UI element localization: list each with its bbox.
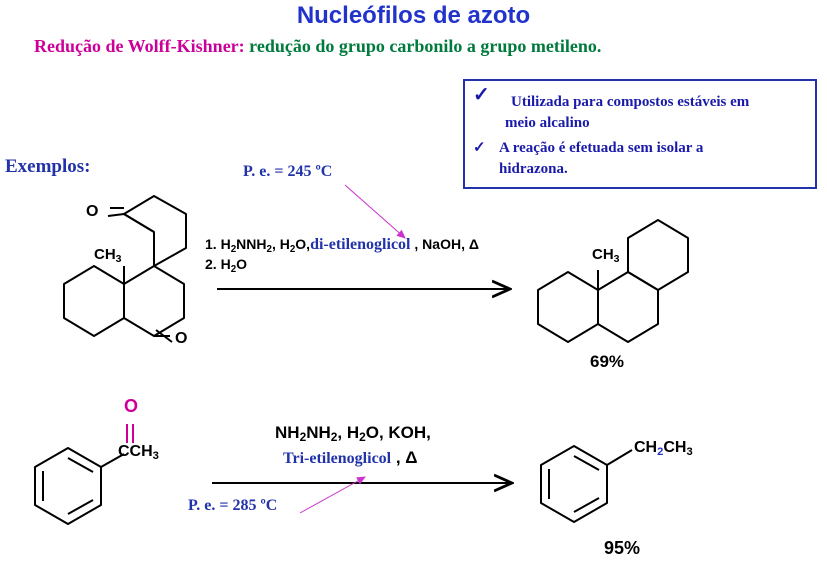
ethyl-group: CH2CH3 (634, 439, 693, 458)
product1-ring-b (597, 271, 659, 343)
yield-1: 69% (590, 352, 625, 371)
boiling-point-note-2: P. e. = 285 ºC (188, 497, 278, 514)
reagents-reaction-2: NH2NH2, H2O, KOH, (275, 423, 431, 444)
ketone-double-bond-2 (155, 329, 173, 343)
notes-box: ✓ Utilizada para compostos estáveis em m… (463, 79, 817, 189)
solvent-2: Tri-etilenoglicol (283, 450, 392, 467)
page-title: Nucleófilos de azoto (296, 2, 531, 29)
reactant1-ring-b (123, 265, 185, 337)
solvent-1: di-etilenoglicol (310, 236, 411, 253)
reactant1-methyl: CH3 (94, 246, 122, 265)
product2-benzene-ring (540, 445, 608, 523)
reactant2-benzene-ring (34, 447, 102, 525)
reagents-step-2: 2. H2O (205, 256, 248, 275)
boiling-point-note-1: P. e. = 245 ºC (243, 163, 333, 180)
carbonyl-oxygen: O (124, 396, 139, 416)
ketone-oxygen-2: O (175, 330, 188, 347)
reactant1-ring-a (63, 265, 125, 337)
ketone-oxygen-1: O (86, 203, 99, 220)
solvent-line-2: Tri-etilenoglicol , Δ (283, 448, 418, 467)
aromatic-bond (573, 497, 600, 513)
product1-ring-c (627, 219, 689, 291)
checkmark-icon: ✓ (473, 140, 486, 156)
aromatic-bond (573, 455, 600, 471)
reagents-step-1: 1. H2NNH2, H2O,di-etilenoglicol , NaOH, … (205, 236, 479, 255)
reaction-description: redução do grupo carbonilo a grupo metil… (244, 36, 602, 56)
note-1-line-1: Utilizada para compostos estáveis em (511, 94, 750, 110)
note-2-line-1: A reação é efetuada sem isolar a (499, 140, 704, 156)
product1-methyl: CH3 (592, 246, 620, 265)
aromatic-bond (67, 457, 94, 473)
ketone-bond-1 (107, 213, 125, 217)
pointer-arrow-1 (344, 184, 406, 239)
note-1-line-2: meio alcalino (505, 115, 590, 131)
note-2-line-2: hidrazona. (499, 161, 568, 177)
ethyl-bond (606, 449, 633, 466)
examples-label: Exemplos: (5, 156, 91, 177)
reaction-name: Redução de Wolff-Kishner: (34, 36, 245, 56)
reactant1-bond (123, 213, 155, 233)
pointer-arrow-2 (299, 476, 366, 514)
subtitle: Redução de Wolff-Kishner: redução do gru… (34, 36, 601, 57)
acyl-bond (100, 453, 125, 468)
product1-ring-a (537, 271, 599, 343)
yield-2: 95% (604, 538, 641, 558)
acetyl-group: CCH3 (118, 443, 159, 462)
aromatic-bond (67, 499, 94, 515)
checkmark-icon: ✓ (473, 84, 490, 106)
